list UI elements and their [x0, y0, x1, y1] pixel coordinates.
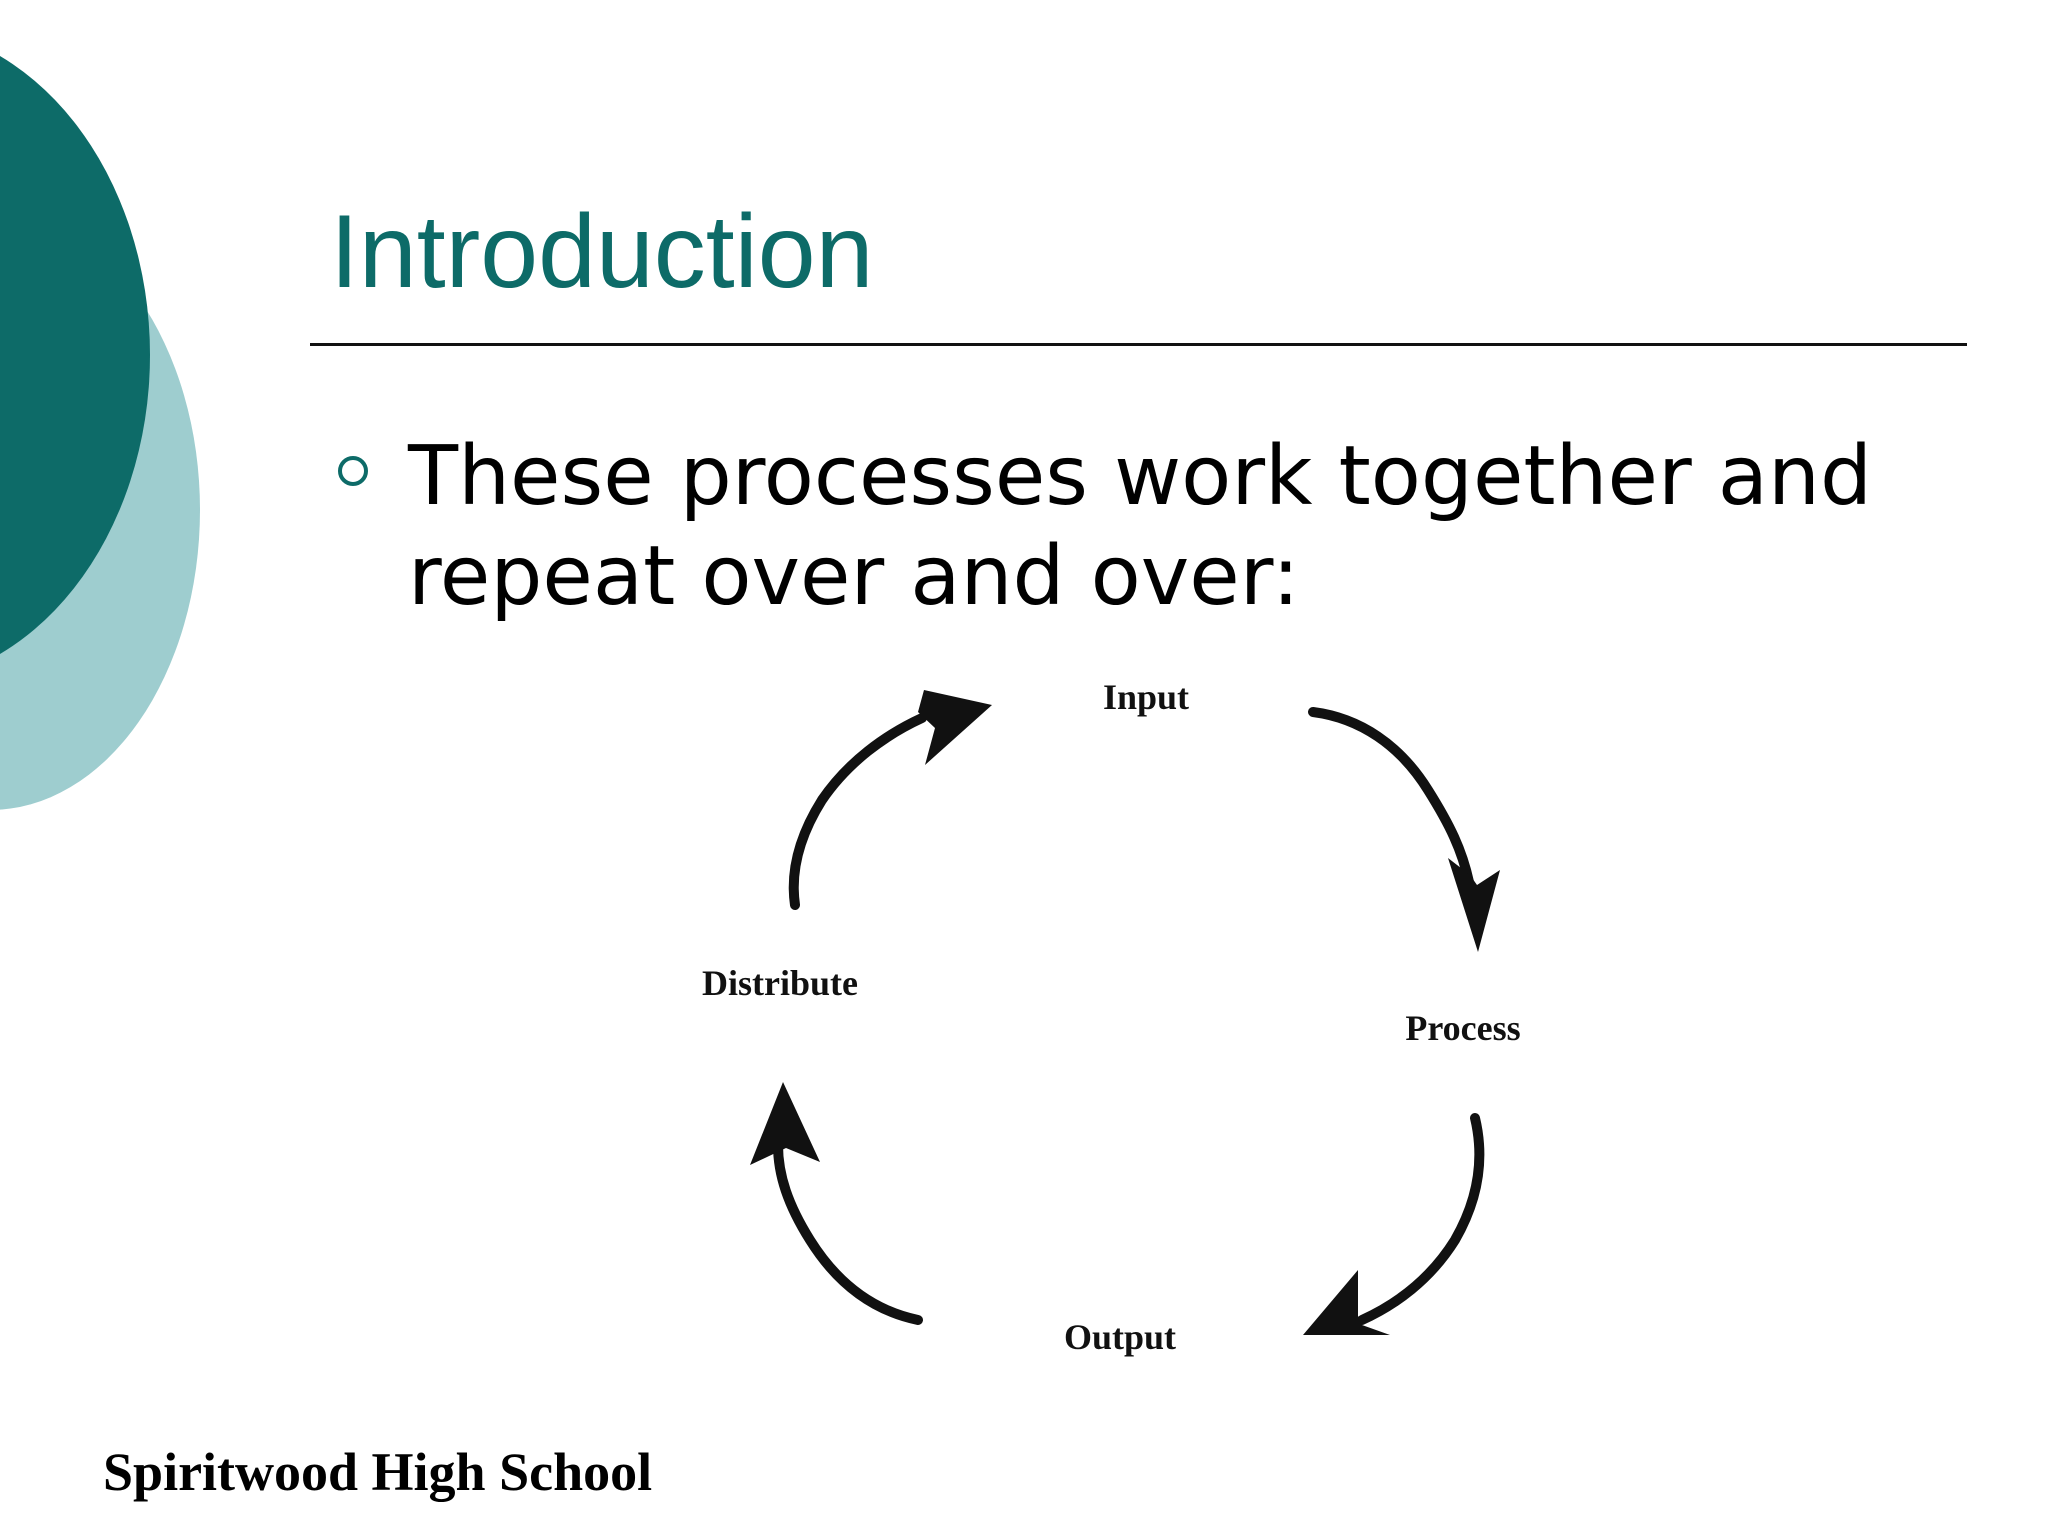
arrow-distribute-to-input	[788, 690, 992, 910]
title-divider	[310, 343, 1967, 346]
bullet-text: These processes work together and repeat…	[408, 429, 1873, 624]
dark-teal-circle	[0, 56, 150, 654]
stage-input-label: Input	[1103, 677, 1189, 717]
arrow-input-to-process	[1308, 707, 1500, 952]
school-name-footer: Spiritwood High School	[103, 1442, 653, 1502]
circle-bullet-icon	[338, 456, 368, 486]
stage-process-label: Process	[1405, 1008, 1520, 1048]
stage-distribute-label: Distribute	[702, 963, 858, 1003]
arrow-process-to-output	[1303, 1113, 1485, 1335]
slide-title: Introduction	[330, 194, 874, 310]
arrow-output-to-distribute	[750, 1082, 923, 1325]
stage-output-label: Output	[1064, 1317, 1176, 1357]
